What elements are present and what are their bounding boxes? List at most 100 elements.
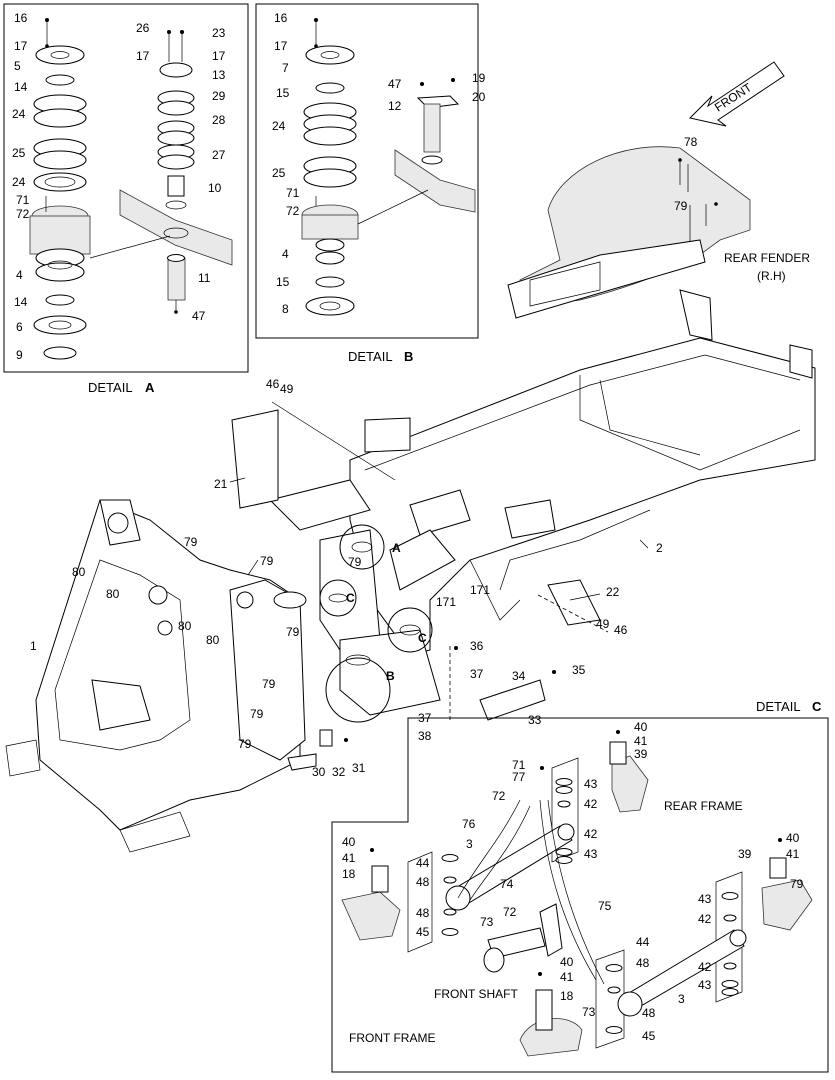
callout: 39 [738,847,752,861]
callout: 79 [238,737,252,751]
callout: 49 [280,382,294,396]
front-frame [5,499,333,853]
rear-frame [231,289,816,723]
callout: 42 [584,797,598,811]
callout: 20 [472,90,486,104]
callout: 80 [106,587,120,601]
callout: 79 [286,625,300,639]
callout: 48 [636,956,650,970]
callout: C [418,631,427,645]
rear-fender-labels: 78 79 REAR FENDER (R.H) [674,135,810,283]
callout: 17 [14,39,28,53]
callout: 38 [418,729,432,743]
callout: 80 [178,619,192,633]
front-direction-arrow: FRONT [689,61,785,127]
callout: 35 [572,663,586,677]
front-frame-label: FRONT FRAME [349,1031,435,1045]
callout: 34 [512,669,526,683]
callout: 73 [582,1005,596,1019]
rear-fender [507,146,751,319]
callout: 1 [30,639,37,653]
detail-c-panel [331,717,829,1073]
callout: 75 [598,899,612,913]
callout: 14 [14,80,28,94]
callout: 25 [272,166,286,180]
callout: 43 [698,892,712,906]
callout: A [392,541,401,555]
callout: 18 [342,867,356,881]
front-shaft-label: FRONT SHAFT [434,987,518,1001]
callout: 79 [262,677,276,691]
callout: 43 [698,978,712,992]
callout: 77 [512,770,526,784]
main-callouts: 46 49 21 79 79 80 80 80 80 79 1 79 79 79… [30,377,663,779]
callout: 15 [276,86,290,100]
callout: 17 [274,39,288,53]
callout: 21 [214,477,228,491]
callout: 79 [260,554,274,568]
callout: 79 [674,199,688,213]
callout: 23 [212,26,226,40]
rear-fender-side: (R.H) [757,269,786,283]
callout: 2 [656,541,663,555]
callout: 12 [388,99,402,113]
callout: 14 [14,295,28,309]
leader-dots [45,18,782,976]
callout: 30 [312,765,326,779]
callout: 48 [642,1006,656,1020]
callout: 25 [12,146,26,160]
callout: 37 [470,667,484,681]
callout: 19 [472,71,486,85]
callout: 43 [584,847,598,861]
callout: 171 [470,583,490,597]
callout: 71 [16,193,30,207]
callout: C [346,591,355,605]
callout: 40 [786,831,800,845]
callout: 46 [614,623,628,637]
callout: 72 [16,207,30,221]
detail-b-title: DETAIL [348,349,393,364]
callout: 47 [388,77,402,91]
callout: 39 [634,747,648,761]
callout: 32 [332,765,346,779]
callout: 79 [184,535,198,549]
callout: 24 [12,175,26,189]
callout: 31 [352,761,366,775]
callout: 27 [212,148,226,162]
detail-a-title: DETAIL [88,380,133,395]
callout: 17 [136,49,150,63]
callout: 6 [16,320,23,334]
callout: 17 [212,49,226,63]
callout: 29 [212,89,226,103]
callout: 43 [584,777,598,791]
rear-frame-label: REAR FRAME [664,799,743,813]
callout: B [386,669,395,683]
callout: 16 [14,11,28,25]
callout: 33 [528,713,542,727]
callout: 171 [436,595,456,609]
callout: 40 [342,835,356,849]
callout: 4 [16,268,23,282]
callout: 44 [416,856,430,870]
callout: 42 [698,960,712,974]
callout: 3 [466,837,473,851]
callout: 3 [678,992,685,1006]
callout: 76 [462,817,476,831]
callout: 42 [698,912,712,926]
callout: 41 [342,851,356,865]
callout: 44 [636,935,650,949]
callout: 11 [198,271,211,285]
callout: 45 [416,925,430,939]
callout: 71 [286,186,300,200]
detail-a-callouts: 16 17 5 14 24 25 24 71 72 4 14 6 9 26 23… [12,11,226,395]
callout: 40 [560,955,574,969]
rear-fender-label: REAR FENDER [724,251,810,265]
callout: 15 [276,275,290,289]
detail-c-title: DETAIL [756,699,801,714]
callout: 49 [596,617,610,631]
callout: 72 [286,204,300,218]
detail-c-letter: C [812,699,822,714]
callout: 79 [348,555,362,569]
callout: 24 [12,107,26,121]
